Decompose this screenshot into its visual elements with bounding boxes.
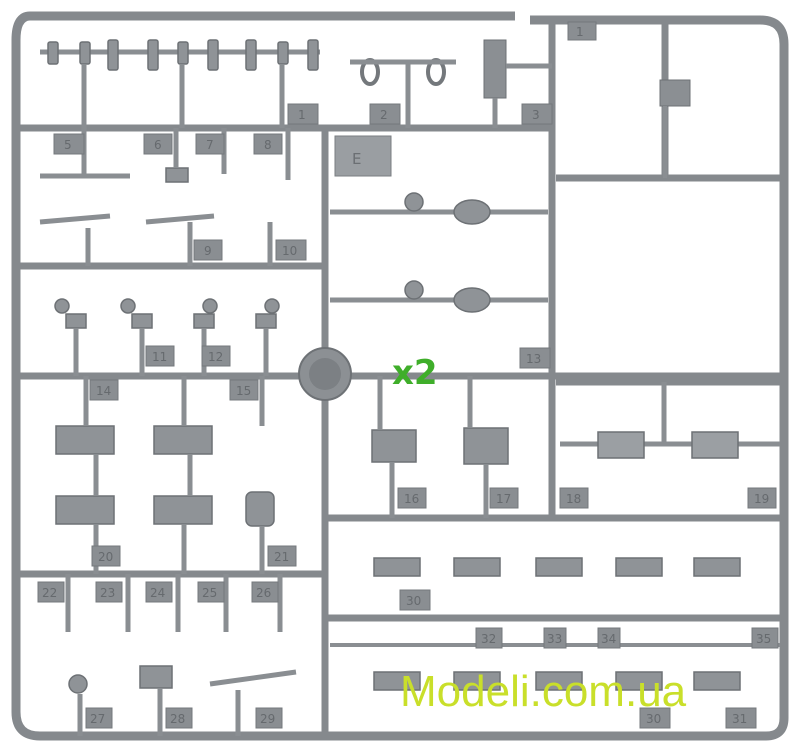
part-number: 23: [100, 586, 115, 600]
sprue-letter-tag: E: [334, 135, 392, 177]
parts-rods: [39, 128, 291, 266]
multiplier-label: x2: [392, 353, 438, 393]
part-number: 20: [98, 550, 113, 564]
parts-row-1: [40, 39, 320, 128]
part-number: 35: [756, 632, 771, 646]
part-number: 16: [404, 492, 419, 506]
part-number: 7: [206, 138, 214, 152]
part-number: 5: [64, 138, 72, 152]
part-number: 2: [380, 108, 388, 122]
part-number: 10: [282, 244, 297, 258]
part-number: 1: [298, 108, 306, 122]
part-number: 12: [208, 350, 223, 364]
part-number: 8: [264, 138, 272, 152]
parts-levers: [330, 192, 548, 313]
part-number: 13: [526, 352, 541, 366]
part-number: 28: [170, 712, 185, 726]
parts-plates: [55, 376, 275, 574]
part-number: 25: [202, 586, 217, 600]
part-number: 22: [42, 586, 57, 600]
part-number: 3: [532, 108, 540, 122]
part-number: 19: [754, 492, 769, 506]
part-number: 27: [90, 712, 105, 726]
part-number: 17: [496, 492, 511, 506]
sprue-letter: E: [352, 150, 361, 168]
part-number: 33: [547, 632, 562, 646]
parts-small-bottom-left: [65, 574, 297, 736]
part-number: 1: [576, 25, 584, 39]
part-number: 31: [732, 712, 747, 726]
part-number-tags: [37, 21, 779, 729]
part-number: 18: [566, 492, 581, 506]
part-top-right: [659, 79, 691, 178]
part-3: [483, 39, 552, 128]
outer-frame: [11, 11, 789, 741]
part-number: 34: [601, 632, 616, 646]
parts-18-19: [560, 382, 780, 459]
watermark: Modeli.com.ua: [400, 667, 687, 716]
part-number: 30: [406, 594, 421, 608]
part-number: 14: [96, 384, 111, 398]
part-number: 29: [260, 712, 275, 726]
part-2-shackles: [350, 58, 456, 128]
part-number: 9: [204, 244, 212, 258]
part-number: 21: [274, 550, 289, 564]
part-number: 30: [646, 712, 661, 726]
part-number: 11: [152, 350, 167, 364]
part-number: 24: [150, 586, 165, 600]
part-number: 32: [481, 632, 496, 646]
part-number: 6: [154, 138, 162, 152]
part-number-labels: 1 2 3 5 6 7 8 9 10 11 12 13 14 15 16 17 …: [42, 25, 771, 726]
parts-16-17: [371, 376, 509, 518]
part-number: 15: [236, 384, 251, 398]
part-number: 26: [256, 586, 271, 600]
sprue-gate: [298, 347, 352, 401]
